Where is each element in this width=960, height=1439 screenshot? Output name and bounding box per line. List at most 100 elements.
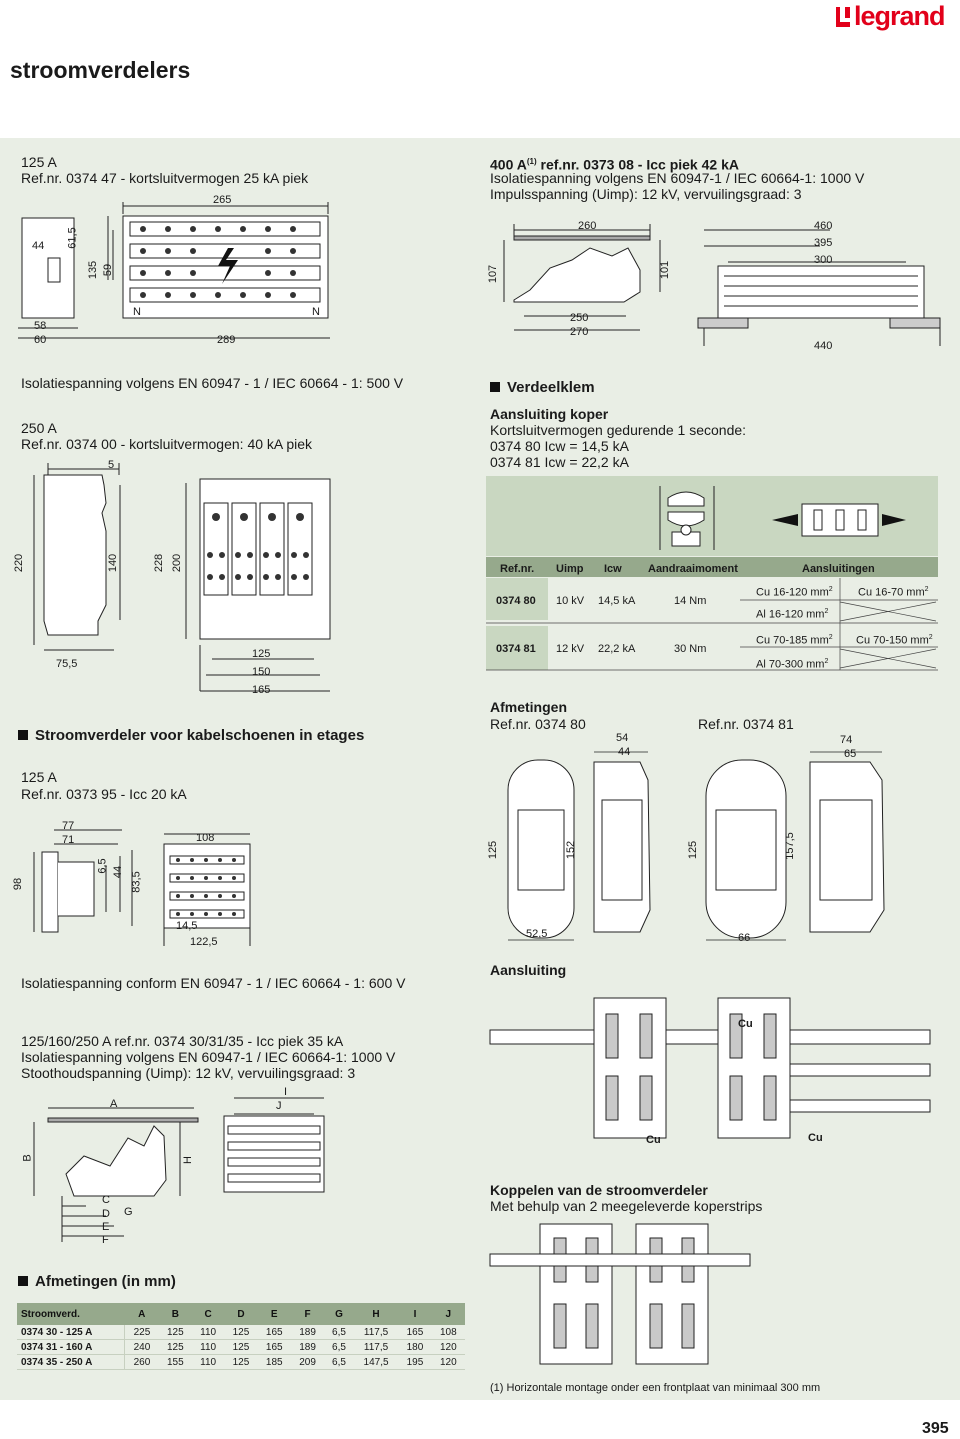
table-cell: 6,5 xyxy=(324,1339,354,1355)
vkt-r2-c3: Al 70-300 mm2 xyxy=(756,654,828,673)
table-cell: 180 xyxy=(398,1339,432,1355)
drawing-250a xyxy=(33,463,331,692)
s400-title-sup: (1) xyxy=(526,157,537,166)
dim-65: 65 xyxy=(844,748,857,760)
afm-col: C xyxy=(192,1303,225,1325)
s3035-line1: Isolatiespanning volgens EN 60947-1 / IE… xyxy=(21,1049,396,1065)
vkt-r2-ref: 0374 81 xyxy=(496,643,536,655)
vk-title-text: Verdeelklem xyxy=(507,379,595,396)
dim-125d: 125 xyxy=(687,840,700,860)
table-cell: 6,5 xyxy=(324,1325,354,1340)
dim-250: 250 xyxy=(570,312,589,324)
dim-289: 289 xyxy=(217,334,236,346)
table-cell: 125 xyxy=(158,1325,192,1340)
table-cell: 110 xyxy=(192,1339,225,1355)
vkt-r1-c1-text: Cu 16-120 mm xyxy=(756,586,829,599)
label-b: B xyxy=(21,1154,34,1162)
table-cell: 147,5 xyxy=(353,1354,399,1370)
sup: 2 xyxy=(828,634,833,641)
dim-165: 165 xyxy=(252,684,271,696)
dim-157-5: 157,5 xyxy=(783,832,796,860)
sup: 2 xyxy=(824,608,829,615)
page-number: 395 xyxy=(922,1420,949,1437)
table-cell: 165 xyxy=(398,1325,432,1340)
vk-clamp-drawing xyxy=(659,486,906,550)
label-c: C xyxy=(102,1194,110,1206)
dim-265: 265 xyxy=(213,194,232,206)
aans-cu-2: Cu xyxy=(646,1134,661,1146)
sup: 2 xyxy=(824,658,829,665)
bullet-square-icon xyxy=(18,1276,28,1286)
s400-title-main: 400 A xyxy=(490,156,527,173)
page-title: stroomverdelers xyxy=(10,57,191,83)
s400-line1: Isolatiespanning volgens EN 60947-1 / IE… xyxy=(490,170,865,186)
vkt-r2-icw: 22,2 kA xyxy=(598,643,636,655)
dim-77: 77 xyxy=(62,820,75,832)
dim-200: 200 xyxy=(171,553,184,573)
afm-col: F xyxy=(290,1303,325,1325)
dim-228: 228 xyxy=(153,553,166,573)
afm-col: H xyxy=(353,1303,399,1325)
arrow-right-icon xyxy=(772,514,798,526)
label-h: H xyxy=(181,1156,194,1164)
vkt-h-moment: Aandraaimoment xyxy=(648,563,738,575)
vk-title: Verdeelklem xyxy=(490,380,595,396)
vkt-row1-ref-bg xyxy=(486,578,548,620)
dim-150: 150 xyxy=(252,666,271,678)
vk-l3: 0374 81 Icw = 22,2 kA xyxy=(490,454,629,470)
drawing-3035 xyxy=(33,1097,325,1242)
dim-270: 270 xyxy=(570,326,589,338)
dim-395: 395 xyxy=(814,237,833,249)
table-cell: 117,5 xyxy=(353,1339,399,1355)
table-cell: 189 xyxy=(290,1325,325,1340)
kabel-title: Stroomverdeler voor kabelschoenen in eta… xyxy=(18,728,364,744)
afm-col: E xyxy=(257,1303,291,1325)
dim-125c: 125 xyxy=(487,840,500,860)
vkt-r1-icw: 14,5 kA xyxy=(598,595,636,607)
aans-cu-3: Cu xyxy=(808,1132,823,1144)
dim-66: 66 xyxy=(738,932,751,944)
table-cell: 120 xyxy=(431,1339,465,1355)
table-cell: 195 xyxy=(398,1354,432,1370)
dim-135: 135 xyxy=(87,260,100,280)
vkt-r2-c1: Cu 70-185 mm2 xyxy=(756,630,833,649)
kabel-title-text: Stroomverdeler voor kabelschoenen in eta… xyxy=(35,727,365,744)
table-cell: 155 xyxy=(158,1354,192,1370)
vkt-r2-c3-text: Al 70-300 mm xyxy=(756,658,825,671)
table-cell: 110 xyxy=(192,1325,225,1340)
dim-74: 74 xyxy=(840,734,853,746)
vkt-r2-uimp: 12 kV xyxy=(556,643,585,655)
dim-220: 220 xyxy=(13,553,26,573)
table-cell: 260 xyxy=(124,1354,159,1370)
label-n-2: N xyxy=(312,306,320,318)
footnote: (1) Horizontale montage onder een frontp… xyxy=(490,1382,821,1394)
vkt-r2-c1-text: Cu 70-185 mm xyxy=(756,634,829,647)
dim-14-5: 14,5 xyxy=(176,920,198,932)
afm-title-text: Afmetingen (in mm) xyxy=(35,1273,176,1290)
dim-52-5: 52,5 xyxy=(526,928,548,940)
content-panel xyxy=(0,138,960,1400)
vkt-r1-moment: 14 Nm xyxy=(674,595,707,607)
dim-75-5: 75,5 xyxy=(56,658,78,670)
afm-col: I xyxy=(398,1303,432,1325)
dim-6-5: 6,5 xyxy=(96,858,109,874)
dim-107: 107 xyxy=(487,264,500,284)
dim-44b: 44 xyxy=(112,865,125,879)
brand-logo: legrand xyxy=(834,1,960,34)
s125-title: 125 A xyxy=(21,154,57,170)
vk-sub: Aansluiting koper xyxy=(490,406,609,422)
label-e: E xyxy=(102,1221,110,1233)
label-d: D xyxy=(102,1208,110,1220)
table-cell: 185 xyxy=(257,1354,291,1370)
iso-600: Isolatiespanning conform EN 60947 - 1 / … xyxy=(21,975,406,991)
label-a: A xyxy=(110,1098,118,1110)
vkt-r1-c3-text: Al 16-120 mm xyxy=(756,608,825,621)
dim-122-5: 122,5 xyxy=(190,936,218,948)
kop-sub: Met behulp van 2 meegeleverde koperstrip… xyxy=(490,1198,763,1214)
drawing-kabel xyxy=(33,829,251,946)
dim-440: 440 xyxy=(814,340,833,352)
table-cell: 110 xyxy=(192,1354,225,1370)
vkt-h-ref: Ref.nr. xyxy=(500,563,535,575)
